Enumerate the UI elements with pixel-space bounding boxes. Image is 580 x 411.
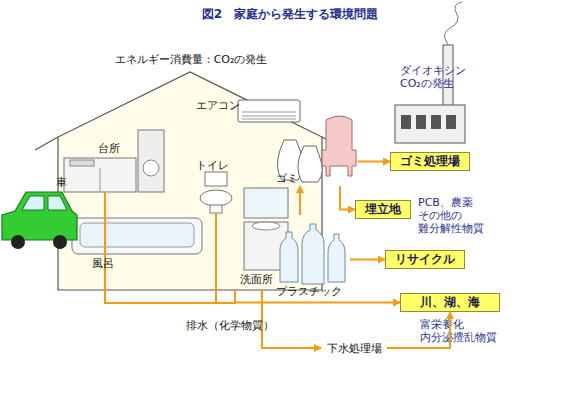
destination-box: リサイクル	[385, 250, 465, 269]
node-text: ゴミ処理場	[400, 153, 460, 170]
bathtub	[72, 218, 202, 254]
node-text: エネルギー消費量：CO₂の発生	[35, 52, 347, 67]
flow-arrow	[299, 186, 301, 215]
note-text: ダイオキシン CO₂の発生	[400, 64, 472, 90]
node-text: ゴミ	[276, 171, 298, 186]
plastic-node: プラスチック	[272, 215, 350, 299]
drain-pipes	[105, 192, 236, 303]
house-eave	[35, 137, 58, 150]
destination-box: 埋立地	[355, 200, 411, 219]
node-text: 埋立地	[365, 201, 401, 218]
house-shape	[58, 72, 322, 290]
kitchen	[64, 130, 164, 192]
note-text: PCB、農薬 その他の 難分解性物質	[418, 196, 492, 235]
node-text: 下水処理場	[327, 341, 382, 356]
destination-box: 川、湖、海	[400, 293, 500, 312]
note-text: 富栄養化 内分泌攪乱物質	[420, 318, 504, 344]
treatment-node: 下水処理場	[323, 340, 385, 356]
part-label: 洗面所	[240, 272, 273, 287]
flow-arrow	[358, 161, 390, 163]
car	[2, 192, 77, 249]
part-label: エアコン	[196, 98, 240, 113]
diagram-title: 図2 家庭から発生する環境問題	[0, 6, 580, 23]
plastic-bottles	[280, 224, 345, 284]
node-text: プラスチック	[276, 284, 342, 299]
air-conditioner	[238, 100, 300, 122]
flow-arrow	[350, 259, 385, 261]
part-label: 車	[56, 175, 67, 190]
destination-box: ゴミ処理場	[390, 152, 470, 171]
node-text: 川、湖、海	[420, 294, 480, 311]
toilet	[200, 172, 232, 213]
flow-arrow	[340, 186, 355, 210]
node-text: リサイクル	[395, 251, 455, 268]
part-label: 風呂	[92, 256, 114, 271]
part-label: 台所	[98, 141, 120, 156]
part-label: トイレ	[196, 158, 229, 173]
edge-label: 排水（化学物質）	[186, 318, 274, 333]
garbage-node: ゴミ	[272, 112, 358, 186]
house-node: エネルギー消費量：CO₂の発生	[35, 52, 347, 290]
